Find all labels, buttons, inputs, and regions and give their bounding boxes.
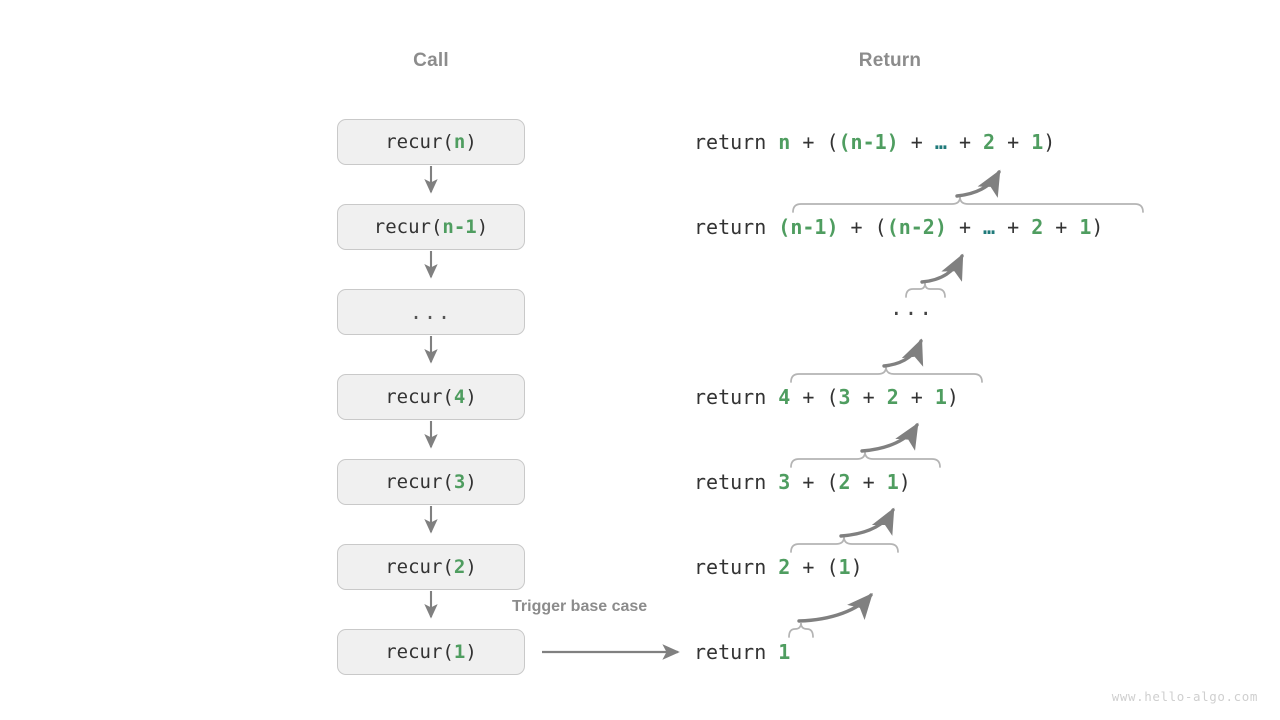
return-token-4: + <box>850 470 887 494</box>
return-token-4: + <box>898 130 935 154</box>
return-expression-5: return 2 + (1) <box>694 553 863 581</box>
call-box-argument: 2 <box>453 556 466 578</box>
return-token-9: 1 <box>1079 215 1092 239</box>
return-token-2: + ( <box>838 215 887 239</box>
brace-row-6 <box>788 622 814 638</box>
return-token-1: n <box>778 130 791 154</box>
call-box-argument: n <box>453 131 466 153</box>
return-token-7: 2 <box>1031 215 1044 239</box>
call-box-paren: ) <box>465 556 477 578</box>
call-box-paren: ) <box>465 386 477 408</box>
call-box-label: ... <box>409 300 453 324</box>
return-ellipsis: ... <box>890 296 934 320</box>
brace-row-3 <box>790 366 983 383</box>
return-keyword: return <box>694 640 779 664</box>
return-arrow-4-to-3 <box>860 422 919 453</box>
return-token-1: 1 <box>778 640 791 664</box>
return-token-1: 2 <box>778 555 791 579</box>
return-token-1: (n-1) <box>778 215 839 239</box>
return-token-1: 4 <box>778 385 791 409</box>
return-token-7: 1 <box>934 385 947 409</box>
call-box-fn-name: recur( <box>385 131 454 153</box>
return-token-3: 2 <box>838 470 851 494</box>
brace-row-5 <box>790 536 899 553</box>
return-keyword: return <box>694 555 779 579</box>
return-arrow-3-to-dots <box>882 338 924 368</box>
brace-middle-ellipsis <box>905 282 946 298</box>
call-box-fn-name: recur( <box>385 641 454 663</box>
return-token-2: + ( <box>790 555 839 579</box>
return-expression-2: return (n-1) + ((n-2) + … + 2 + 1) <box>694 213 1103 241</box>
return-token-8: + <box>995 130 1032 154</box>
call-box-ellipsis: ... <box>337 289 525 335</box>
return-arrow-5-to-4 <box>839 507 895 538</box>
call-box-fn-name: recur( <box>373 216 443 238</box>
return-token-7: 2 <box>983 130 996 154</box>
return-token-6: + <box>946 130 984 154</box>
return-keyword: return <box>694 385 779 409</box>
trigger-base-case-label: Trigger base case <box>512 598 648 615</box>
return-expression-6: return 1 <box>694 638 790 666</box>
return-token-10: ) <box>1091 215 1104 239</box>
return-token-5: … <box>983 215 996 239</box>
column-header-call: Call <box>413 50 449 71</box>
return-expression-1: return n + ((n-1) + … + 2 + 1) <box>694 128 1055 156</box>
return-token-5: 2 <box>886 385 899 409</box>
return-token-1: 3 <box>778 470 791 494</box>
return-token-3: (n-2) <box>886 215 947 239</box>
call-box-paren: ) <box>476 216 489 238</box>
brace-row-2 <box>792 196 1144 213</box>
call-box-paren: ) <box>465 641 477 663</box>
return-token-5: … <box>934 130 947 154</box>
call-box-n-1: recur(n-1) <box>337 204 525 250</box>
call-box-paren: ) <box>465 471 477 493</box>
call-box-fn-name: recur( <box>385 556 454 578</box>
call-box-fn-name: recur( <box>385 386 454 408</box>
return-token-6: ) <box>898 470 911 494</box>
call-box-argument: n-1 <box>442 216 477 238</box>
call-box-4: recur(4) <box>337 374 525 420</box>
return-token-4: + <box>946 215 984 239</box>
return-token-5: 1 <box>886 470 899 494</box>
return-token-2: + ( <box>790 130 839 154</box>
brace-row-4 <box>790 451 941 468</box>
return-token-2: + ( <box>790 470 839 494</box>
return-token-8: + <box>1043 215 1080 239</box>
return-arrow-6-to-5 <box>797 592 873 623</box>
column-header-return: Return <box>858 50 922 71</box>
return-arrow-dots-to-2 <box>920 253 964 284</box>
return-token-4: ) <box>850 555 863 579</box>
return-token-3: 1 <box>838 555 851 579</box>
return-keyword: return <box>694 470 779 494</box>
return-expression-3: return 4 + (3 + 2 + 1) <box>694 383 959 411</box>
return-token-9: 1 <box>1031 130 1044 154</box>
return-token-10: ) <box>1043 130 1056 154</box>
call-box-argument: 3 <box>453 471 466 493</box>
return-token-3: 3 <box>838 385 851 409</box>
return-token-2: + ( <box>790 385 839 409</box>
return-arrow-2-to-1 <box>955 169 1001 198</box>
call-box-3: recur(3) <box>337 459 525 505</box>
return-keyword: return <box>694 215 779 239</box>
call-box-2: recur(2) <box>337 544 525 590</box>
return-token-3: (n-1) <box>838 130 899 154</box>
call-box-argument: 4 <box>453 386 466 408</box>
return-token-6: + <box>995 215 1032 239</box>
return-token-8: ) <box>946 385 959 409</box>
call-box-argument: 1 <box>453 641 466 663</box>
return-token-6: + <box>898 385 935 409</box>
call-box-fn-name: recur( <box>385 471 454 493</box>
return-keyword: return <box>694 130 779 154</box>
call-box-n: recur(n) <box>337 119 525 165</box>
call-box-1: recur(1) <box>337 629 525 675</box>
watermark: www.hello-algo.com <box>1111 689 1258 704</box>
call-box-paren: ) <box>465 131 477 153</box>
return-token-4: + <box>850 385 887 409</box>
return-expression-4: return 3 + (2 + 1) <box>694 468 911 496</box>
